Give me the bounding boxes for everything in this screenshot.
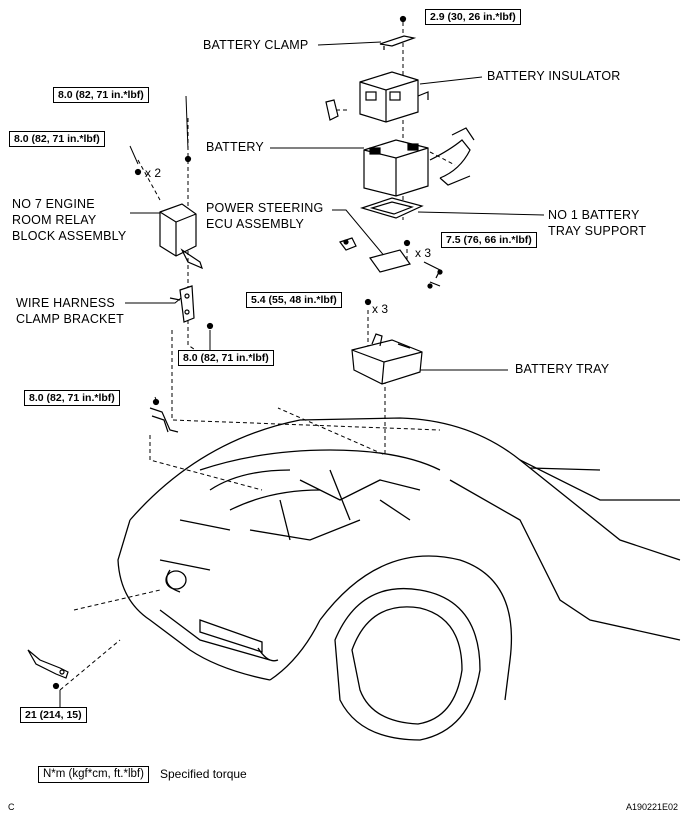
tray-support-drawing [359, 197, 424, 219]
ground-cable-drawing [149, 398, 179, 433]
battery-drawing [363, 127, 475, 197]
qty-tray-support-bolts: x 3 [415, 246, 432, 260]
qty-ecu-bolts: x 3 [372, 302, 389, 316]
leader-lines [125, 41, 545, 371]
battery-insulator-drawing [325, 71, 429, 123]
torque-wire-harness: 8.0 (82, 71 in.*lbf) [178, 350, 274, 366]
label-battery: BATTERY [206, 140, 264, 154]
legend-unit-box: N*m (kgf*cm, ft.*lbf) [38, 766, 149, 783]
relay-block-drawing [134, 155, 203, 270]
corner-code-left: C [8, 802, 15, 812]
label-battery-clamp: BATTERY CLAMP [203, 38, 309, 52]
battery-tray-drawing [351, 333, 423, 385]
label-ps-ecu-line1: POWER STEERING [206, 201, 324, 215]
wire-harness-bracket-drawing [169, 285, 214, 330]
label-relay-block-line1: NO 7 ENGINE [12, 197, 95, 211]
torque-tray-support: 7.5 (76, 66 in.*lbf) [441, 232, 537, 248]
label-battery-insulator: BATTERY INSULATOR [487, 69, 621, 83]
torque-ecu-bolts: 5.4 (55, 48 in.*lbf) [246, 292, 342, 308]
torque-ground-bolt: 8.0 (82, 71 in.*lbf) [24, 390, 120, 406]
torque-connectors [59, 95, 211, 708]
corner-code-right: A190221E02 [626, 802, 679, 812]
bottom-terminal-drawing [27, 649, 69, 690]
label-tray-support-line1: NO 1 BATTERY [548, 208, 640, 222]
battery-clamp-drawing [379, 15, 417, 50]
torque-relay-block-bolts: 8.0 (82, 71 in.*lbf) [9, 131, 105, 147]
ecu-drawing [339, 237, 443, 306]
torque-bottom-terminal: 21 (214, 15) [20, 707, 87, 723]
torque-battery-clamp: 2.9 (30, 26 in.*lbf) [425, 9, 521, 25]
legend-description: Specified torque [160, 767, 247, 781]
label-tray-support-line2: TRAY SUPPORT [548, 224, 647, 238]
torque-relay-block-top: 8.0 (82, 71 in.*lbf) [53, 87, 149, 103]
label-wire-harness-line1: WIRE HARNESS [16, 296, 115, 310]
label-ps-ecu-line2: ECU ASSEMBLY [206, 217, 305, 231]
label-wire-harness-line2: CLAMP BRACKET [16, 312, 124, 326]
label-relay-block-line2: ROOM RELAY [12, 213, 97, 227]
car-drawing [117, 417, 681, 741]
label-relay-block-line3: BLOCK ASSEMBLY [12, 229, 127, 243]
label-battery-tray: BATTERY TRAY [515, 362, 610, 376]
qty-relay-bolts: x 2 [145, 166, 162, 180]
